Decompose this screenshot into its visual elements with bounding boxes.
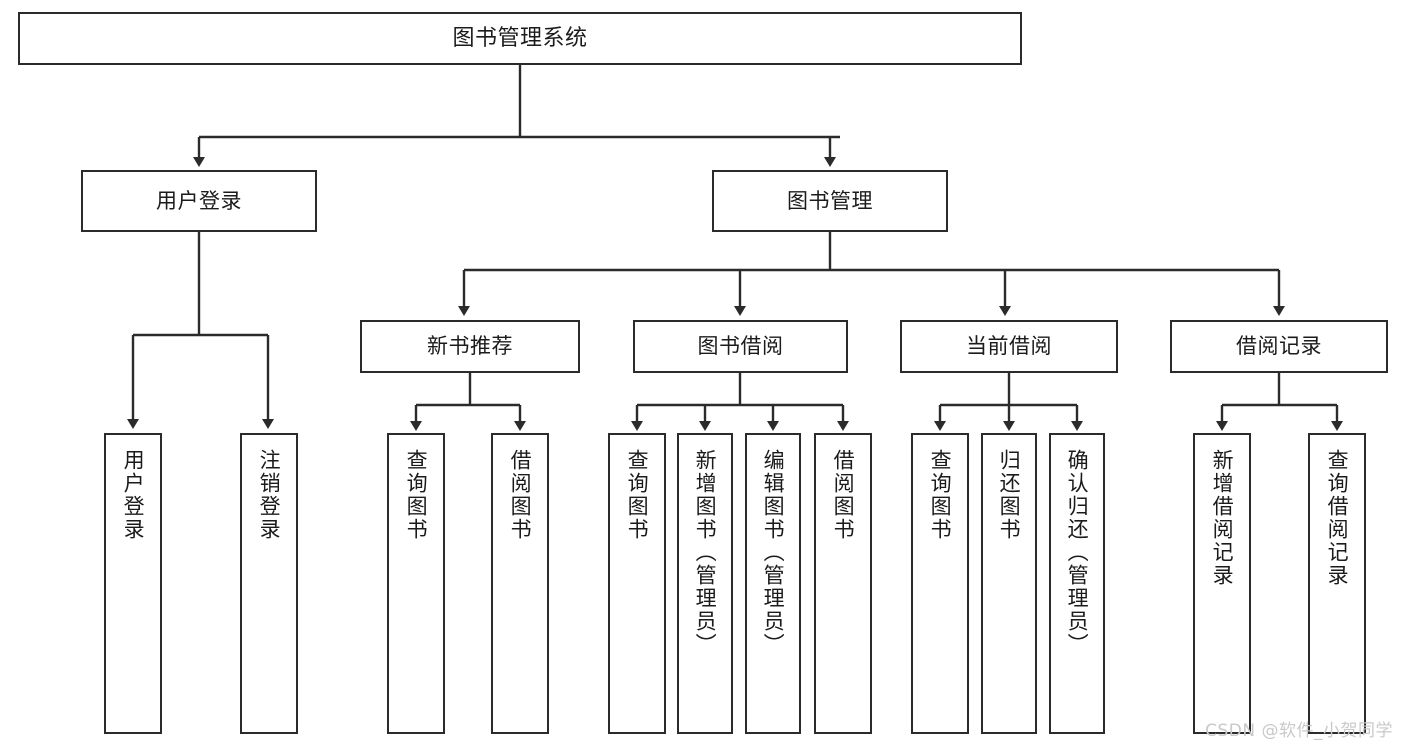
leaf-borrow-book-recommend[interactable]: 借阅图书 — [491, 433, 549, 734]
node-label: 注销登录 — [257, 449, 282, 541]
node-current-borrow[interactable]: 当前借阅 — [900, 320, 1118, 373]
leaf-logout[interactable]: 注销登录 — [240, 433, 298, 734]
leaf-add-book[interactable]: 新增图书（管理员） — [677, 433, 733, 734]
node-book-borrow[interactable]: 图书借阅 — [633, 320, 848, 373]
leaf-borrow-book[interactable]: 借阅图书 — [814, 433, 872, 734]
node-label: 用户登录 — [156, 188, 242, 213]
node-label: 借阅图书 — [831, 449, 856, 541]
node-label: 确认归还（管理员） — [1065, 449, 1090, 656]
leaf-query-book-current[interactable]: 查询图书 — [911, 433, 969, 734]
leaf-query-book-borrow[interactable]: 查询图书 — [608, 433, 666, 734]
leaf-user-login[interactable]: 用户登录 — [104, 433, 162, 734]
node-label: 用户登录 — [121, 449, 146, 541]
node-label: 查询图书 — [625, 449, 650, 541]
node-user-login[interactable]: 用户登录 — [81, 170, 317, 232]
leaf-confirm-return[interactable]: 确认归还（管理员） — [1049, 433, 1105, 734]
node-label: 借阅图书 — [508, 449, 533, 541]
node-label: 查询借阅记录 — [1325, 449, 1350, 587]
node-label: 新增借阅记录 — [1210, 449, 1235, 587]
node-book-manage[interactable]: 图书管理 — [712, 170, 948, 232]
node-label: 新书推荐 — [427, 334, 513, 359]
leaf-add-borrow-record[interactable]: 新增借阅记录 — [1193, 433, 1251, 734]
leaf-return-book[interactable]: 归还图书 — [981, 433, 1037, 734]
node-borrow-record[interactable]: 借阅记录 — [1170, 320, 1388, 373]
node-label: 图书管理系统 — [452, 25, 588, 51]
node-label: 编辑图书（管理员） — [761, 449, 786, 656]
node-label: 当前借阅 — [966, 334, 1052, 359]
node-label: 归还图书 — [997, 449, 1022, 541]
node-new-book-recommend[interactable]: 新书推荐 — [360, 320, 580, 373]
node-label: 查询图书 — [928, 449, 953, 541]
node-root-system[interactable]: 图书管理系统 — [18, 12, 1022, 65]
leaf-edit-book[interactable]: 编辑图书（管理员） — [745, 433, 801, 734]
leaf-query-book-recommend[interactable]: 查询图书 — [387, 433, 445, 734]
node-label: 借阅记录 — [1236, 334, 1322, 359]
node-label: 图书管理 — [787, 188, 873, 213]
node-label: 新增图书（管理员） — [693, 449, 718, 656]
node-label: 查询图书 — [404, 449, 429, 541]
leaf-query-borrow-record[interactable]: 查询借阅记录 — [1308, 433, 1366, 734]
watermark: CSDN @软件_小贺同学 — [1205, 721, 1393, 741]
node-label: 图书借阅 — [697, 334, 784, 359]
